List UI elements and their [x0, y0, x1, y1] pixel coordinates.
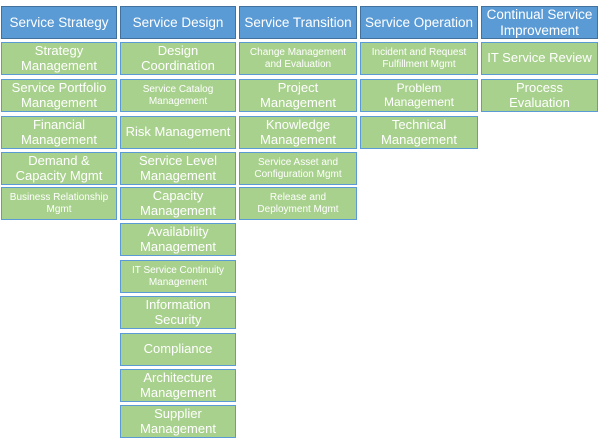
item-architecture-management: Architecture Management: [120, 369, 236, 402]
item-service-portfolio-management: Service Portfolio Management: [1, 79, 117, 112]
item-financial-management: Financial Management: [1, 116, 117, 149]
header-continual-service-improvement: Continual Service Improvement: [481, 6, 598, 39]
item-service-asset-configuration-mgmt: Service Asset and Configuration Mgmt: [239, 152, 357, 185]
item-knowledge-management: Knowledge Management: [239, 116, 357, 149]
item-demand-capacity-mgmt: Demand & Capacity Mgmt: [1, 152, 117, 185]
item-information-security: Information Security: [120, 296, 236, 329]
item-business-relationship-mgmt: Business Relationship Mgmt: [1, 187, 117, 220]
item-supplier-management: Supplier Management: [120, 405, 236, 438]
item-availability-management: Availability Management: [120, 223, 236, 256]
header-service-design: Service Design: [120, 6, 236, 39]
item-it-service-continuity-management: IT Service Continuity Management: [120, 260, 236, 293]
item-release-deployment-mgmt: Release and Deployment Mgmt: [239, 187, 357, 220]
item-it-service-review: IT Service Review: [481, 42, 598, 75]
header-service-strategy: Service Strategy: [1, 6, 117, 39]
item-service-level-management: Service Level Management: [120, 152, 236, 185]
item-project-management: Project Management: [239, 79, 357, 112]
item-process-evaluation: Process Evaluation: [481, 79, 598, 112]
header-service-transition: Service Transition: [239, 6, 357, 39]
item-problem-management: Problem Management: [360, 79, 478, 112]
item-service-catalog-management: Service Catalog Management: [120, 79, 236, 112]
item-capacity-management: Capacity Management: [120, 187, 236, 220]
item-compliance: Compliance: [120, 333, 236, 366]
item-risk-management: Risk Management: [120, 116, 236, 149]
item-strategy-management: Strategy Management: [1, 42, 117, 75]
item-incident-request-fulfillment-mgmt: Incident and Request Fulfillment Mgmt: [360, 42, 478, 75]
item-change-management-evaluation: Change Management and Evaluation: [239, 42, 357, 75]
item-technical-management: Technical Management: [360, 116, 478, 149]
item-design-coordination: Design Coordination: [120, 42, 236, 75]
header-service-operation: Service Operation: [360, 6, 478, 39]
